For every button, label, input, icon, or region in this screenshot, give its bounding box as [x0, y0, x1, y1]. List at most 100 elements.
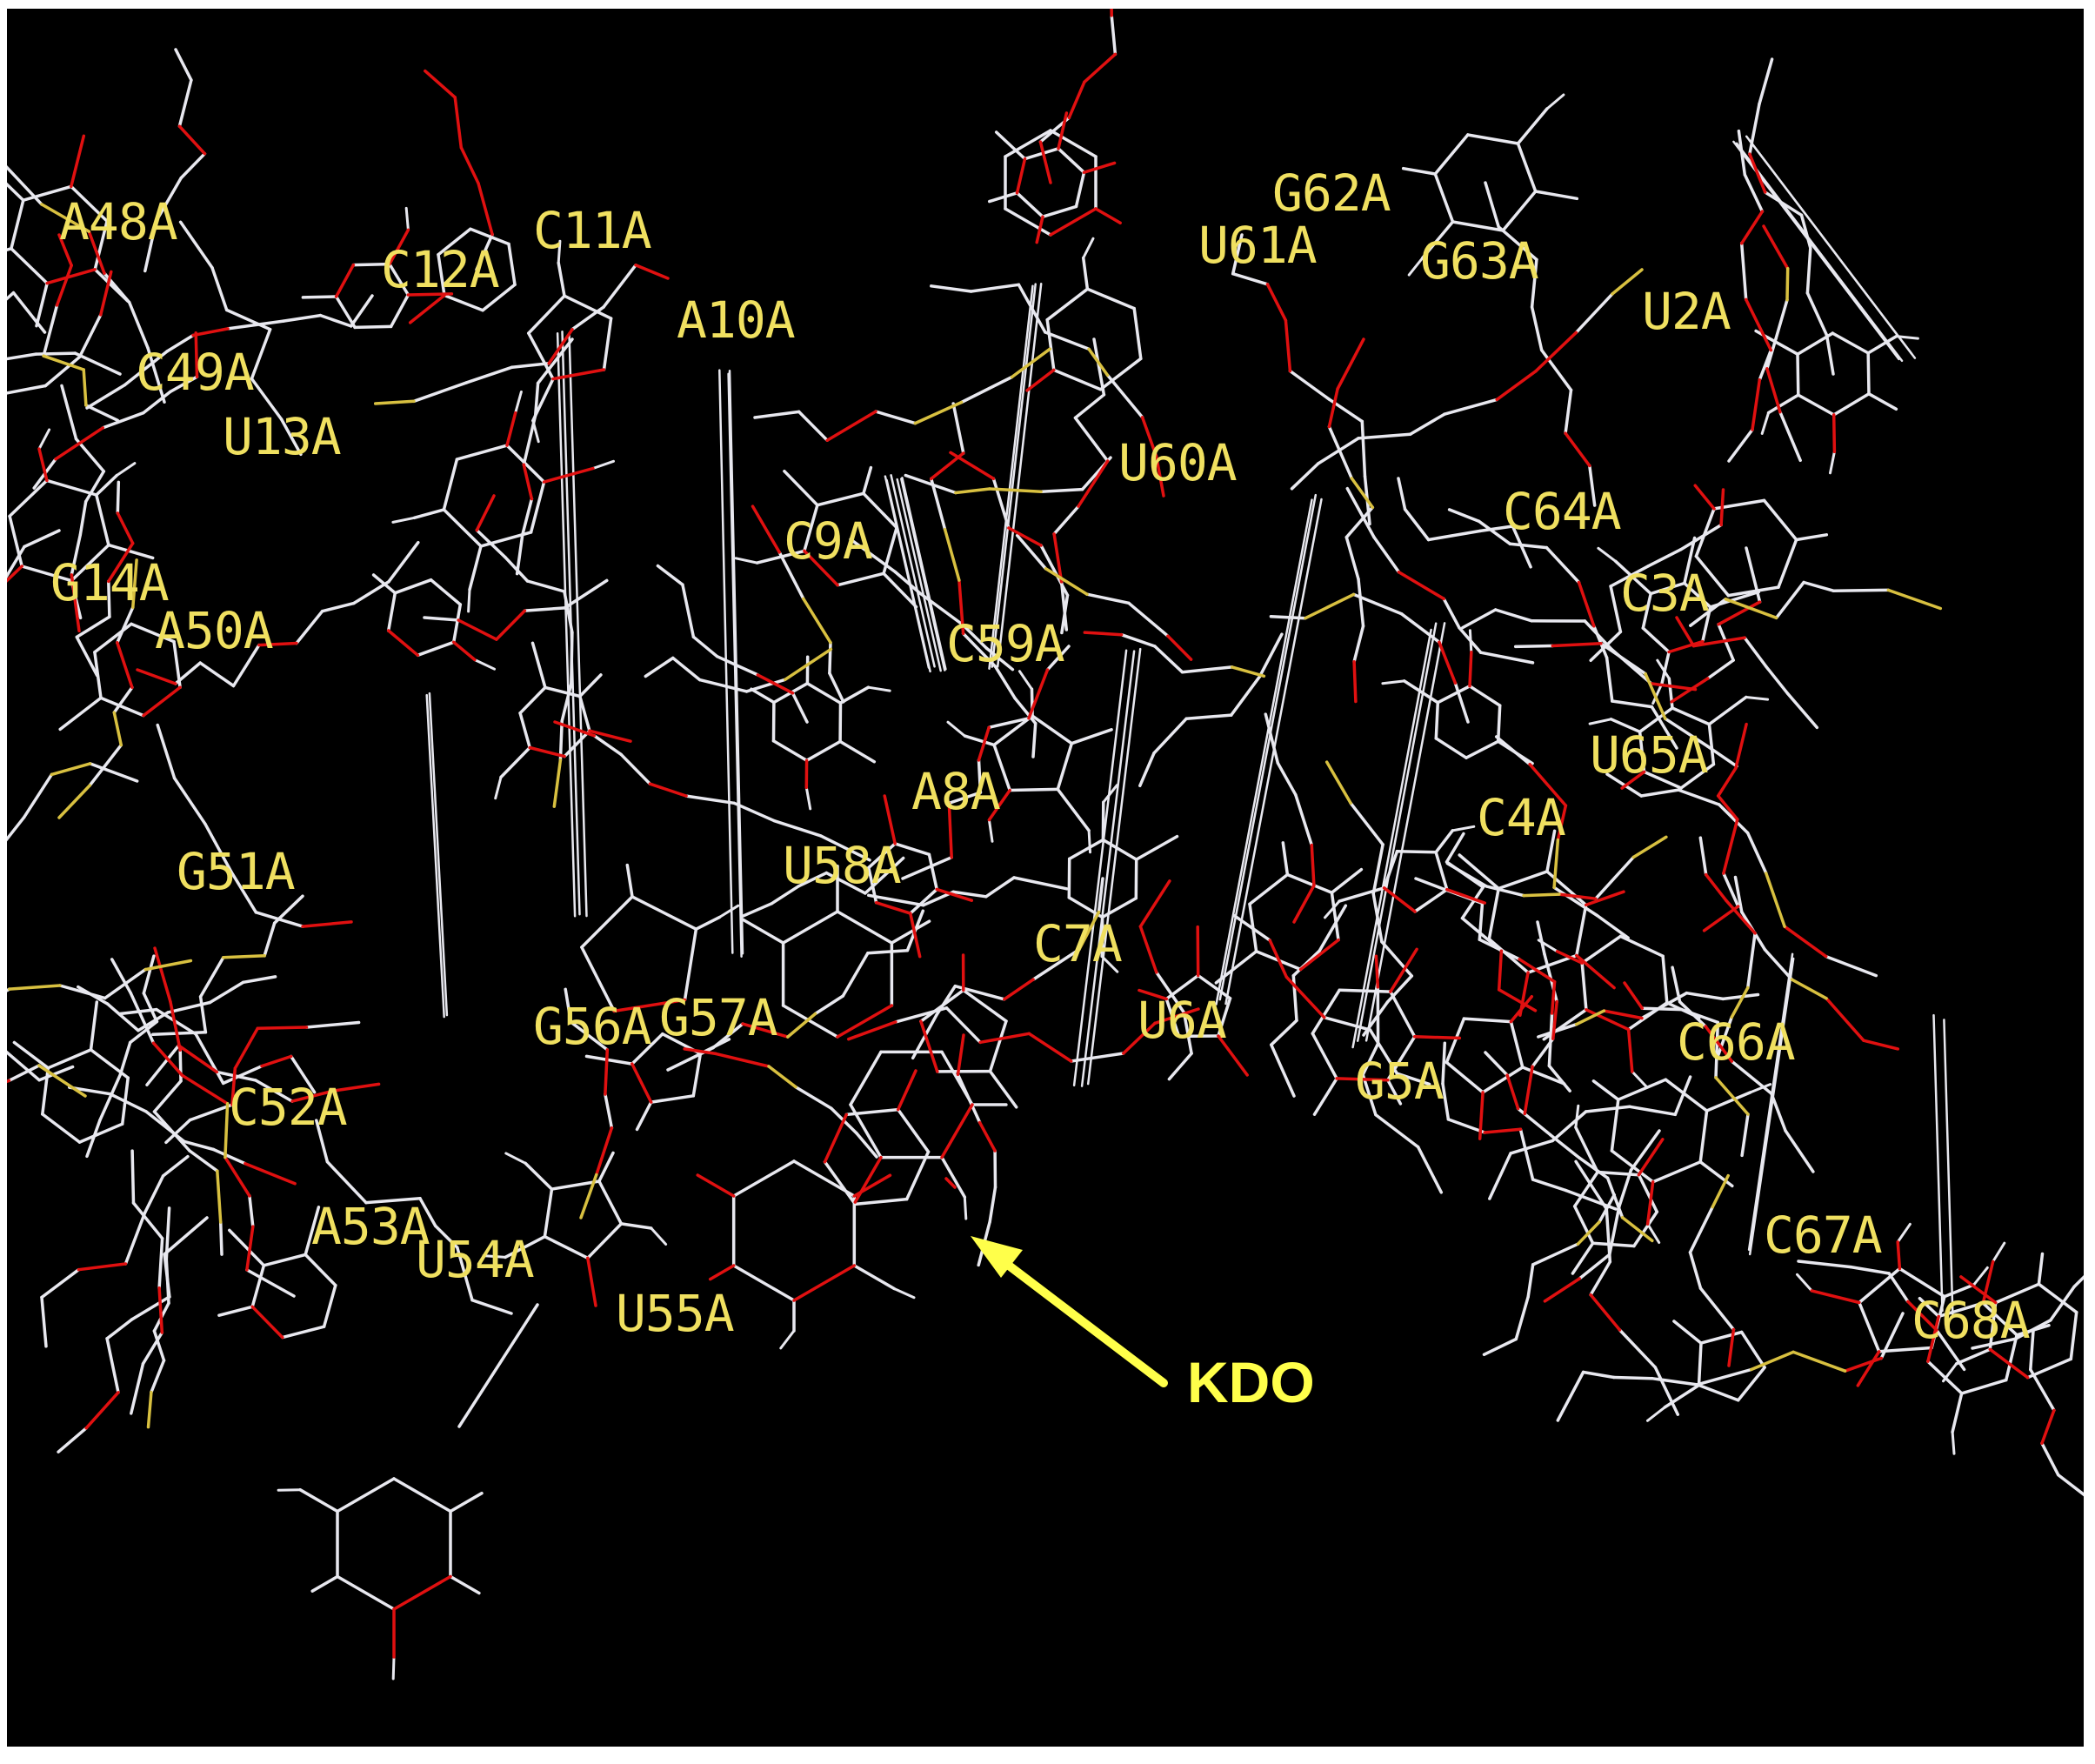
- carbon-bond: [457, 1303, 539, 1428]
- phosphorus-bond: [1087, 347, 1110, 378]
- carbon-bond: [570, 305, 605, 331]
- oxygen-bond: [1675, 616, 1696, 648]
- carbon-bond: [1085, 287, 1136, 311]
- oxygen-bond: [1445, 887, 1487, 905]
- oxygen-bond: [1057, 111, 1069, 150]
- oxygen-bond: [1988, 1347, 2030, 1380]
- stacking-bond: [425, 693, 445, 1019]
- carbon-bond: [522, 413, 537, 466]
- carbon-bond: [1866, 351, 1871, 396]
- phosphorus-bond: [802, 597, 832, 645]
- carbon-bond: [107, 543, 155, 560]
- carbon-bond: [178, 220, 214, 270]
- oxygen-bond: [1693, 484, 1716, 511]
- carbon-bond: [1214, 950, 1258, 985]
- oxygen-bond: [87, 230, 106, 275]
- carbon-bond: [1413, 887, 1449, 913]
- oxygen-bond: [1518, 958, 1557, 984]
- oxygen-bond: [683, 1047, 717, 1056]
- carbon-bond: [894, 1006, 949, 1024]
- carbon-bond: [304, 1253, 337, 1287]
- carbon-bond: [697, 678, 749, 693]
- carbon-bond: [1098, 357, 1143, 391]
- residue-labels: A48AC12AC11AA10AC49AU13AG14AA50AG51AG56A…: [50, 164, 2031, 1350]
- carbon-bond: [10, 198, 25, 251]
- carbon-bond: [791, 692, 809, 724]
- carbon-bond: [1478, 651, 1535, 665]
- oxygen-bond: [1556, 804, 1568, 842]
- carbon-bond: [771, 739, 809, 763]
- carbon-bond: [336, 1477, 396, 1513]
- carbon-bond: [203, 822, 233, 873]
- carbon-bond: [510, 362, 550, 369]
- carbon-bond: [11, 291, 47, 334]
- oxygen-bond: [947, 801, 953, 859]
- carbon-bond: [1745, 696, 1770, 701]
- carbon-bond: [507, 242, 517, 287]
- carbon-bond: [103, 967, 147, 1000]
- carbon-bond: [451, 603, 463, 645]
- carbon-bond: [1031, 714, 1074, 745]
- oxygen-bond: [224, 1155, 251, 1198]
- oxygen-bond: [495, 609, 527, 641]
- carbon-bond: [1180, 665, 1234, 674]
- carbon-bond: [1248, 872, 1290, 906]
- carbon-bond: [1664, 1078, 1709, 1113]
- carbon-bond: [504, 556, 530, 583]
- carbon-bond: [1831, 392, 1871, 417]
- carbon-bond: [142, 390, 172, 415]
- oxygen-bond: [245, 1225, 255, 1272]
- carbon-bond: [779, 1329, 796, 1350]
- oxygen-bond: [1555, 950, 1584, 965]
- carbon-bond: [146, 346, 166, 404]
- oxygen-bond: [1645, 1180, 1655, 1226]
- carbon-bond: [99, 696, 145, 718]
- carbon-bond: [992, 714, 1034, 747]
- phosphorus-bond: [786, 1012, 817, 1039]
- carbon-bond: [73, 351, 122, 376]
- stacking-bond: [428, 692, 449, 1017]
- carbon-bond: [250, 327, 272, 381]
- carbon-bond: [969, 283, 1021, 293]
- carbon-bond: [2037, 1252, 2045, 1286]
- carbon-bond: [1446, 1118, 1486, 1134]
- carbon-bond: [867, 893, 925, 907]
- residue-label-u58a: U58A: [783, 836, 901, 895]
- carbon-bond: [157, 1236, 164, 1290]
- phosphorus-bond: [1611, 268, 1644, 296]
- phosphorus-bond: [37, 1064, 87, 1098]
- carbon-bond: [1258, 632, 1284, 678]
- oxygen-bond: [909, 912, 922, 959]
- carbon-bond: [1574, 1104, 1580, 1129]
- oxygen-bond: [290, 1089, 336, 1103]
- oxygen-bond: [825, 410, 877, 442]
- carbon-bond: [504, 1234, 547, 1260]
- stacking-bond: [1748, 957, 1795, 1256]
- oxygen-bond: [1495, 369, 1538, 402]
- carbon-bond: [37, 1065, 75, 1082]
- phosphorus-bond: [784, 647, 833, 682]
- carbon-bond: [1698, 1109, 1709, 1164]
- carbon-bond: [2037, 1282, 2078, 1314]
- carbon-bond: [1993, 1282, 2041, 1305]
- oxygen-bond: [1704, 1025, 1734, 1063]
- stacking-bond: [884, 475, 931, 669]
- carbon-bond: [295, 609, 324, 645]
- carbon-bond: [22, 184, 73, 202]
- oxygen-bond: [883, 794, 897, 845]
- oxygen-bond: [751, 504, 781, 554]
- phosphorus-bond: [50, 762, 92, 777]
- carbon-bond: [1345, 486, 1376, 539]
- carbon-bond: [315, 1119, 330, 1164]
- carbon-bond: [325, 1159, 368, 1205]
- carbon-bond: [41, 1113, 82, 1144]
- carbon-bond: [1981, 1301, 2018, 1337]
- carbon-bond: [1012, 876, 1069, 891]
- carbon-bond: [46, 1048, 93, 1070]
- oxygen-bond: [55, 264, 73, 307]
- oxygen-bond: [1438, 640, 1458, 685]
- carbon-bond: [527, 331, 555, 381]
- oxygen-bond: [1825, 997, 1865, 1042]
- carbon-bond: [940, 1050, 974, 1106]
- carbon-bond: [1494, 735, 1531, 766]
